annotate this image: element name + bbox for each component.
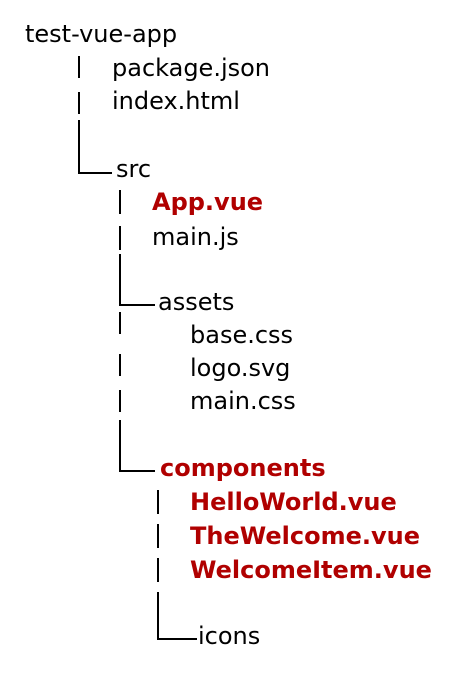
tree-guide-src-7: [119, 420, 121, 470]
tree-node-app-vue: App.vue: [152, 188, 264, 216]
tree-guide-root-src: [78, 172, 112, 174]
tree-guide-root-2: [78, 92, 80, 114]
tree-guide-src-assets: [119, 304, 155, 306]
tree-guide-comp-1: [157, 490, 159, 514]
tree-guide-src-3: [119, 254, 121, 304]
tree-node-index-html: index.html: [112, 87, 240, 115]
tree-guide-comp-3: [157, 558, 159, 582]
tree-node-helloworld-vue: HelloWorld.vue: [190, 488, 397, 516]
tree-node-root: test-vue-app: [25, 20, 178, 48]
tree-guide-src-components: [119, 470, 155, 472]
tree-node-main-js: main.js: [152, 223, 239, 251]
tree-guide-src-1: [119, 190, 121, 214]
tree-node-icons: icons: [198, 622, 261, 650]
tree-guide-comp-icons: [157, 638, 197, 640]
tree-node-components: components: [160, 454, 326, 482]
tree-guide-root-3: [78, 120, 80, 172]
tree-node-package-json: package.json: [112, 54, 271, 82]
tree-guide-root-1: [78, 56, 80, 78]
tree-node-logo-svg: logo.svg: [190, 354, 291, 382]
tree-guide-src-5: [119, 354, 121, 376]
tree-guide-src-4: [119, 312, 121, 334]
tree-guide-comp-4: [157, 592, 159, 638]
tree-guide-comp-2: [157, 524, 159, 548]
tree-guide-src-2: [119, 226, 121, 250]
tree-node-welcomeitem-vue: WelcomeItem.vue: [190, 556, 432, 584]
tree-node-base-css: base.css: [190, 321, 294, 349]
tree-node-main-css: main.css: [190, 387, 296, 415]
tree-node-src: src: [116, 155, 152, 183]
tree-guide-src-6: [119, 390, 121, 412]
tree-node-thewelcome-vue: TheWelcome.vue: [190, 522, 420, 550]
tree-node-assets: assets: [158, 288, 235, 316]
